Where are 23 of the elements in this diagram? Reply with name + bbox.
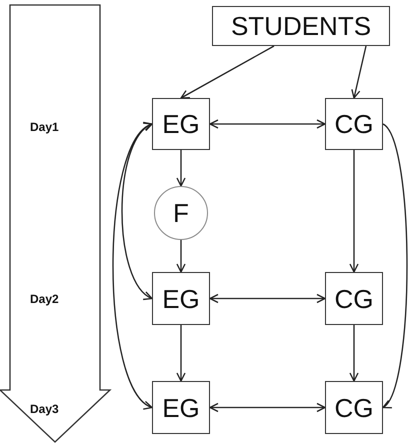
process-box: CG — [325, 98, 383, 150]
arrow — [180, 45, 274, 99]
arrow — [209, 402, 326, 412]
arrow — [176, 240, 186, 273]
day-label: Day2 — [30, 291, 59, 308]
arrow — [351, 46, 367, 99]
process-box: CG — [325, 381, 383, 434]
arrow — [176, 150, 186, 187]
arrow — [209, 294, 326, 304]
arrow — [209, 119, 326, 129]
arrow — [176, 325, 186, 382]
arrow — [349, 150, 359, 273]
day-label: Day3 — [30, 401, 59, 418]
arrow — [349, 325, 359, 382]
process-box: EG — [152, 272, 210, 325]
arrow — [382, 124, 408, 408]
arrow — [121, 123, 153, 300]
arrow — [112, 123, 153, 408]
process-box: STUDENTS — [212, 6, 390, 46]
day-label: Day1 — [30, 119, 59, 136]
process-box: CG — [325, 272, 383, 325]
process-box: EG — [152, 98, 210, 150]
process-box: EG — [152, 381, 210, 434]
